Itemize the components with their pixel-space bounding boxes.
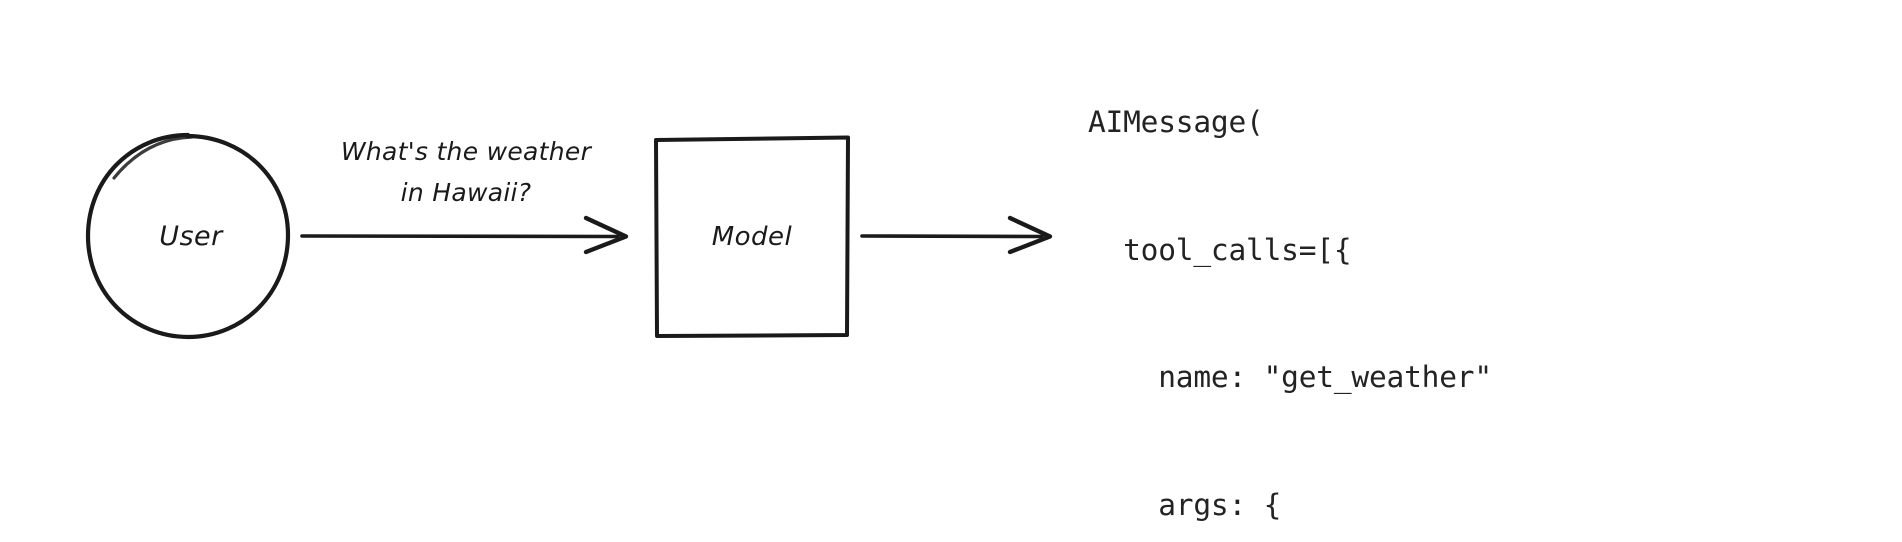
code-line: args: { bbox=[1088, 487, 1282, 522]
model-node-label: Model bbox=[711, 221, 793, 252]
arrow-caption: What's the weather in Hawaii? bbox=[296, 131, 636, 213]
code-line: tool_calls=[{ bbox=[1088, 232, 1352, 267]
model-rectangle-shape bbox=[654, 135, 850, 338]
ai-message-code-block: AIMessage( tool_calls=[{ name: "get_weat… bbox=[1088, 16, 1527, 542]
code-line: AIMessage( bbox=[1088, 105, 1264, 139]
user-node: User bbox=[84, 132, 292, 340]
user-node-label: User bbox=[159, 220, 223, 252]
arrow-caption-line-2: in Hawaii? bbox=[400, 178, 532, 207]
arrow-caption-line-1: What's the weather bbox=[340, 137, 592, 166]
code-line: name: "get_weather" bbox=[1088, 360, 1492, 394]
arrow-user-to-model-icon bbox=[300, 215, 629, 255]
user-circle-shape bbox=[85, 132, 291, 340]
arrow-model-to-output-icon bbox=[860, 215, 1053, 255]
model-node: Model bbox=[653, 135, 851, 338]
